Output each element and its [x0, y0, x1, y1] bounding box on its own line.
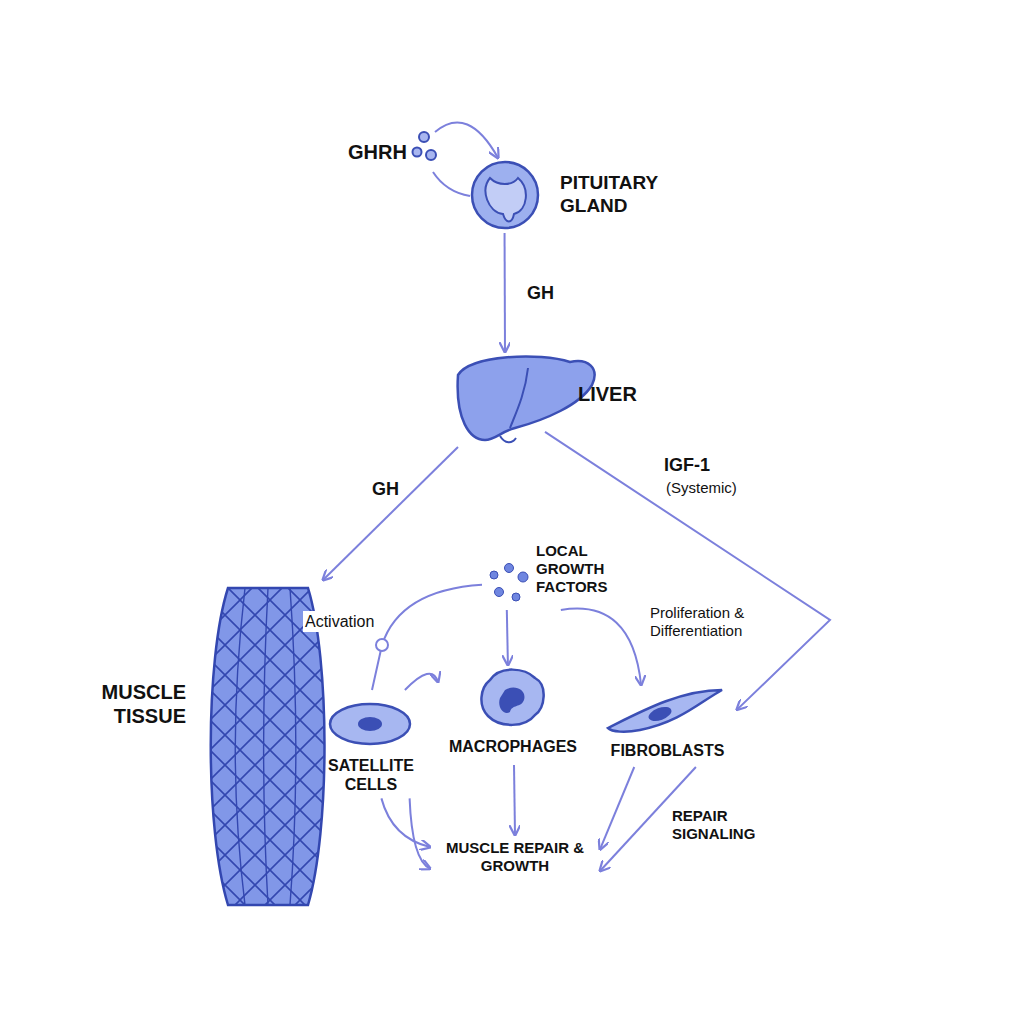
- edge-label: GH: [525, 282, 556, 306]
- node-label: LIVER: [578, 382, 648, 406]
- edge-label: Proliferation & Differentiation: [648, 603, 777, 641]
- node-label: LOCAL GROWTH FACTORS: [536, 542, 626, 596]
- arrow-connector: [600, 767, 634, 849]
- edge-label: REPAIR SIGNALING: [670, 806, 774, 844]
- fibroblast-icon: [608, 690, 722, 732]
- arrow-connector: [507, 610, 508, 665]
- activation-marker: [376, 639, 388, 651]
- node-label: MACROPHAGES: [438, 737, 588, 756]
- node-label: MUSCLE TISSUE: [88, 680, 186, 728]
- edge-label: Activation: [303, 611, 376, 632]
- edge-label: IGF-1: [662, 454, 712, 478]
- cell-node: MACROPHAGES: [438, 665, 590, 765]
- ghrh-dots: [413, 132, 437, 160]
- node-label: MUSCLE REPAIR & GROWTH: [445, 839, 585, 875]
- node-label: GHRH: [348, 140, 418, 164]
- cell-node: FIBROBLASTS: [600, 685, 737, 767]
- pituitary-icon: [472, 162, 538, 228]
- node-label: PITUITARY GLAND: [560, 172, 680, 218]
- arrow-connector: [405, 674, 438, 690]
- hormone-node: GHRH: [345, 132, 445, 172]
- arrow-connector: [381, 798, 430, 847]
- arrow-connector: [410, 798, 430, 868]
- arrow-connector: [323, 447, 458, 580]
- annotation-label: (Systemic): [664, 478, 739, 498]
- liver-icon: [458, 356, 595, 442]
- cell-node: SATELLITE CELLS: [325, 690, 419, 798]
- growth-factor-dots: [490, 564, 528, 602]
- arrow-connector: [435, 122, 498, 158]
- factor-node: LOCAL GROWTH FACTORS: [482, 540, 628, 610]
- arrow-connector: [514, 765, 515, 835]
- node-label: FIBROBLASTS: [600, 741, 735, 760]
- macrophage-icon: [481, 670, 543, 725]
- arrow-connector: [372, 585, 482, 690]
- arrow-connector: [504, 233, 506, 352]
- satellite-cell-icon: [330, 704, 410, 744]
- arrow-connector: [561, 609, 641, 685]
- edge-label: GH: [370, 478, 401, 502]
- gland-node: PITUITARY GLAND: [468, 158, 683, 233]
- feedback-arc: [433, 172, 470, 196]
- outcome-node: MUSCLE REPAIR & GROWTH: [430, 835, 600, 883]
- node-label: SATELLITE CELLS: [325, 756, 417, 794]
- tissue-node: MUSCLE TISSUE: [88, 580, 323, 910]
- organ-node: LIVER: [450, 352, 650, 447]
